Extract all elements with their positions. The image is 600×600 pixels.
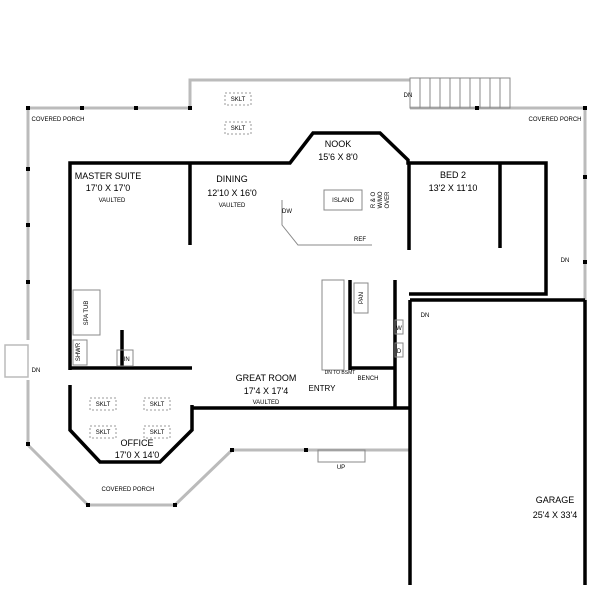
fixture-pan: PAN: [359, 292, 365, 304]
fixture-dryer: D: [397, 349, 402, 355]
room-office-size: 17'0 X 14'0: [115, 450, 159, 460]
skylight-label: SKLT: [150, 430, 165, 436]
room-bed2-size: 13'2 X 11'10: [429, 183, 478, 193]
room-great-room-note: VAULTED: [253, 400, 280, 406]
porch-posts: [26, 106, 587, 507]
fixture-island: ISLAND: [332, 198, 354, 204]
room-great-room-name: GREAT ROOM: [236, 373, 297, 383]
fixture-linen: LIN: [120, 357, 129, 363]
porch-label-bottom: COVERED PORCH: [101, 487, 154, 493]
fixture-micro: W/MO: [378, 191, 384, 208]
room-garage-size: 25'4 X 33'4: [533, 510, 577, 520]
fixture-dw: DW: [282, 209, 292, 215]
top-stairs: [409, 77, 511, 109]
room-master-suite-size: 17'0 X 17'0: [86, 183, 130, 193]
room-great-room-size: 17'4 X 17'4: [244, 386, 288, 396]
fixture-over: OVER: [385, 191, 391, 209]
porch-label-top-left: COVERED PORCH: [31, 117, 84, 123]
fixture-outlines: [72, 189, 404, 371]
fixture-range: R & O: [371, 192, 377, 209]
skylight-label: SKLT: [150, 402, 165, 408]
skylights: [89, 92, 252, 439]
room-dining-note: VAULTED: [219, 203, 246, 209]
room-dining-size: 12'10 X 16'0: [207, 188, 256, 198]
skylight-label: SKLT: [231, 126, 246, 132]
stair-dn-right: DN: [561, 258, 570, 264]
fixture-ref: REF: [354, 237, 366, 243]
room-entry-name: ENTRY: [309, 384, 337, 393]
porch-label-top-right: COVERED PORCH: [528, 117, 581, 123]
fixture-shower: SHWR: [76, 342, 82, 361]
room-office-name: OFFICE: [121, 438, 154, 448]
stair-dn-top: DN: [404, 93, 413, 99]
room-dining-name: DINING: [216, 174, 248, 184]
room-master-suite-note: VAULTED: [99, 198, 126, 204]
fixture-spa-tub: SPA TUB: [84, 301, 90, 326]
skylight-label: SKLT: [96, 402, 111, 408]
fixture-bench: BENCH: [357, 376, 378, 382]
skylight-label: SKLT: [231, 97, 246, 103]
front-steps: [317, 449, 366, 463]
stair-dn-left: DN: [32, 368, 41, 374]
room-garage-name: GARAGE: [536, 495, 575, 505]
fixture-washer: W: [396, 326, 402, 332]
room-nook-size: 15'6 X 8'0: [318, 152, 357, 162]
room-nook-name: NOOK: [325, 139, 352, 149]
stair-up-front: UP: [337, 465, 345, 471]
room-master-suite-name: MASTER SUITE: [75, 171, 142, 181]
stair-dn-inner: DN: [421, 313, 430, 319]
skylight-label: SKLT: [96, 430, 111, 436]
room-bed2-name: BED 2: [440, 170, 466, 180]
stair-basement: DN TO BSMT: [325, 370, 356, 376]
walls: [68, 131, 587, 585]
